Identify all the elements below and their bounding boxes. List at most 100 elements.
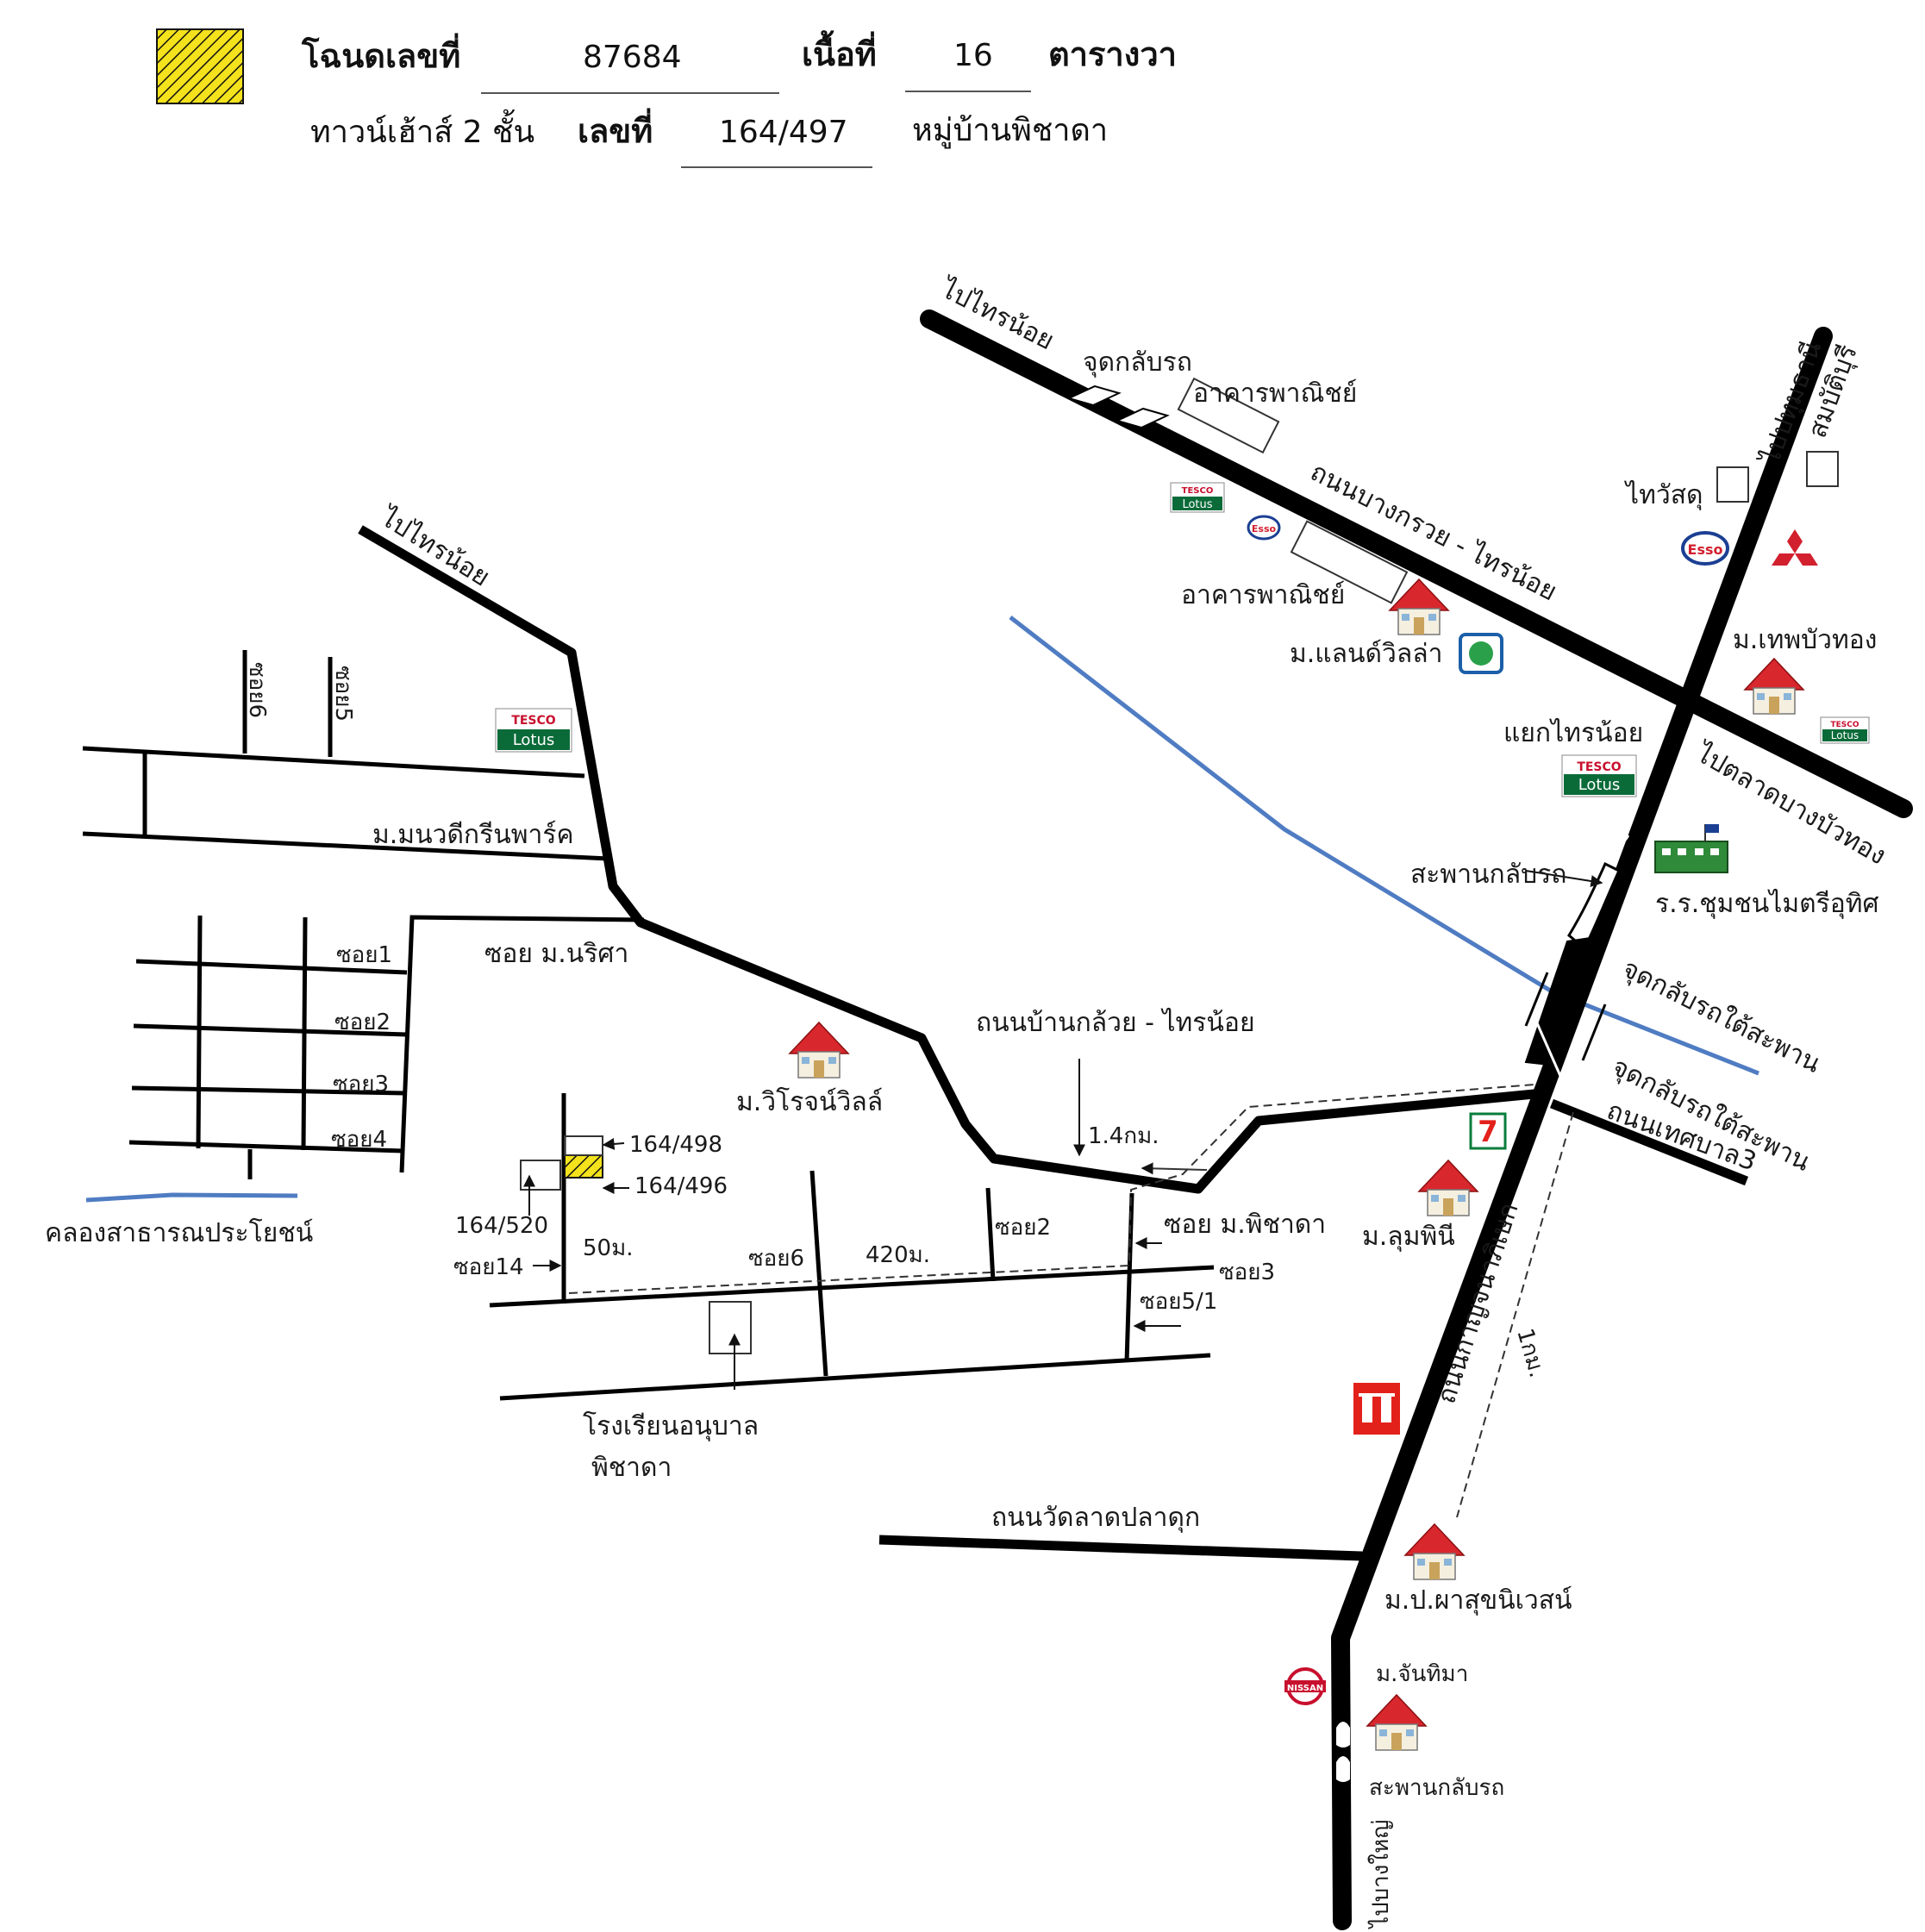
tesco-lotus-icon: TESCO Lotus: [1561, 754, 1637, 797]
legend-swatch: [156, 28, 244, 104]
svg-text:Lotus: Lotus: [513, 731, 555, 749]
tesco-lotus-icon: TESCO Lotus: [495, 708, 572, 753]
label-dist-1km: 1กม.: [1511, 1326, 1550, 1381]
label-soi2: ซอย2: [334, 1010, 391, 1035]
road-manawadee-lower: [82, 831, 609, 861]
isuzu-icon: [1353, 1383, 1400, 1435]
label-thai-watsadu: ไทวัสดุ: [1624, 479, 1703, 511]
label-soi2-bottom: ซอย2: [995, 1215, 1051, 1241]
label-soi5-1: ซอย5/1: [1140, 1289, 1217, 1315]
label-soi6-bottom: ซอย6: [748, 1246, 804, 1272]
svg-text:Lotus: Lotus: [1182, 498, 1212, 511]
route-line: [568, 1084, 1535, 1294]
school-icon: [1654, 824, 1728, 873]
house-icon: [1366, 1694, 1427, 1751]
soi3-bottom-road: [489, 1265, 1215, 1308]
label-public-canal: คลองสาธารณประโยชน์: [45, 1217, 313, 1248]
label-dist-50m: 50ม.: [583, 1235, 634, 1261]
label-thep-bua-thong: ม.เทพบัวทอง: [1733, 625, 1877, 655]
canal-river: [1009, 616, 1759, 1076]
label-wat-lat-pla-duk-road: ถนนวัดลาดปลาดุก: [991, 1503, 1200, 1534]
label-soi1: ซอย1: [336, 942, 392, 968]
label-lumphini: ม.ลุมพินี: [1362, 1222, 1455, 1253]
house-icon: [1418, 1160, 1478, 1216]
label-uturn-top: จุดกลับรถ: [1083, 347, 1192, 378]
label-soi-narisa: ซอย ม.นริศา: [484, 939, 628, 969]
area-unit: ตารางวา: [1048, 35, 1177, 73]
road-manawadee-upper: [82, 746, 585, 778]
thai-watsadu-building: [1716, 466, 1749, 503]
esso-icon: Esso: [1247, 515, 1281, 541]
bangkruai-sainoi-road: [920, 309, 1913, 818]
svg-text:NISSAN: NISSAN: [1287, 1684, 1323, 1693]
label-house-164-520: 164/520: [455, 1213, 548, 1239]
label-house-164-498: 164/498: [629, 1132, 722, 1158]
commercial-building-2: [1290, 520, 1409, 604]
svg-text:7: 7: [1478, 1115, 1498, 1149]
soi6-bottom-road: [809, 1170, 828, 1377]
label-kindergarten-2: พิชาดา: [591, 1453, 672, 1483]
soi-pichada-road: [1124, 1192, 1134, 1363]
wat-lat-pla-duk-road: [878, 1535, 1363, 1561]
svg-text:TESCO: TESCO: [1182, 486, 1214, 496]
label-chanthima: ม.จันทิมา: [1376, 1661, 1468, 1687]
house-icon: [1744, 658, 1804, 715]
label-land-villa: ม.แลนด์วิลล่า: [1290, 639, 1442, 669]
deed-number: 87684: [583, 40, 682, 75]
soi-narisa-road: [399, 915, 645, 1173]
target-property-marker[interactable]: [564, 1154, 603, 1179]
label-manawadee: ม.มนวดีกรีนพาร์ค: [372, 820, 574, 850]
route-line-kanchana: [1456, 1111, 1574, 1518]
label-commercial-1: อาคารพาณิชย์: [1193, 378, 1357, 409]
deed-label: โฉนดเลขที่: [301, 33, 460, 75]
house-number: 164/497: [719, 115, 848, 150]
label-soi-pichada: ซอย ม.พิชาดา: [1164, 1210, 1326, 1240]
soi2-bottom-road: [985, 1187, 996, 1282]
label-soi3-bottom: ซอย3: [1219, 1260, 1275, 1285]
tesco-lotus-icon: TESCO Lotus: [1170, 482, 1225, 513]
label-soi5-top: ซอย5: [330, 666, 356, 722]
house-type: ทาวน์เฮ้าส์ 2 ชั้น: [310, 109, 534, 150]
house-icon: [1404, 1523, 1465, 1580]
label-bridge-uturn: สะพานกลับรถ: [1410, 860, 1566, 890]
svg-text:Lotus: Lotus: [1831, 729, 1859, 741]
commercial-building-1: [1177, 377, 1280, 454]
area-value: 16: [953, 38, 993, 73]
label-maitri-school: ร.ร.ชุมชนไมตรีอุทิศ: [1655, 888, 1879, 920]
sombat-buri-building: [1806, 451, 1839, 487]
label-to-bang-yai: ไปบางใหญ่: [1367, 1820, 1394, 1929]
soi5-1-road: [499, 1353, 1211, 1401]
label-soi4: ซอย4: [331, 1127, 387, 1153]
label-soi14: ซอย14: [453, 1254, 524, 1280]
label-house-164-496: 164/496: [634, 1173, 728, 1199]
svg-text:Lotus: Lotus: [1578, 776, 1621, 794]
label-soi3: ซอย3: [333, 1072, 389, 1097]
label-commercial-2: อาคารพาณิชย์: [1181, 580, 1345, 610]
tesco-lotus-icon: TESCO Lotus: [1820, 716, 1870, 744]
banklui-sainoi-road: [358, 525, 1544, 1194]
public-canal: [85, 1192, 298, 1203]
esso-icon: Esso: [1681, 531, 1729, 566]
label-uturn-under-bridge-1: จุดกลับรถใต้สะพาน: [1617, 953, 1825, 1080]
label-bridge-uturn-bottom: สะพานกลับรถ: [1369, 1775, 1504, 1801]
label-kindergarten-1: โรงเรียนอนุบาล: [583, 1410, 759, 1442]
seven-eleven-icon: 7: [1469, 1112, 1507, 1150]
nissan-icon: NISSAN: [1284, 1667, 1326, 1705]
label-sainoi-junction: แยกไทรน้อย: [1503, 717, 1643, 748]
svg-text:Esso: Esso: [1252, 523, 1277, 535]
label-soi6-top: ซอย6: [244, 662, 270, 718]
label-phasuk-niwet: ม.ป.ผาสุขนิเวสน์: [1384, 1585, 1572, 1616]
label-banklui-sainoi-road: ถนนบ้านกล้วย - ไทรน้อย: [976, 1007, 1255, 1038]
village-name: หมู่บ้านพิชาดา: [912, 113, 1108, 149]
svg-text:TESCO: TESCO: [1830, 721, 1859, 729]
mitsubishi-icon: [1772, 529, 1818, 566]
label-wiroj-villa: ม.วิโรจน์วิลล์: [736, 1086, 883, 1117]
label-dist-1-4km: 1.4กม.: [1088, 1123, 1159, 1149]
thetsaban3-road: [1549, 1098, 1749, 1186]
house-icon: [789, 1022, 849, 1079]
kanchana-road: [1331, 327, 1833, 1930]
area-label: เนื้อที่: [802, 30, 877, 73]
number-label: เลขที่: [578, 108, 653, 150]
svg-text:TESCO: TESCO: [511, 714, 555, 728]
